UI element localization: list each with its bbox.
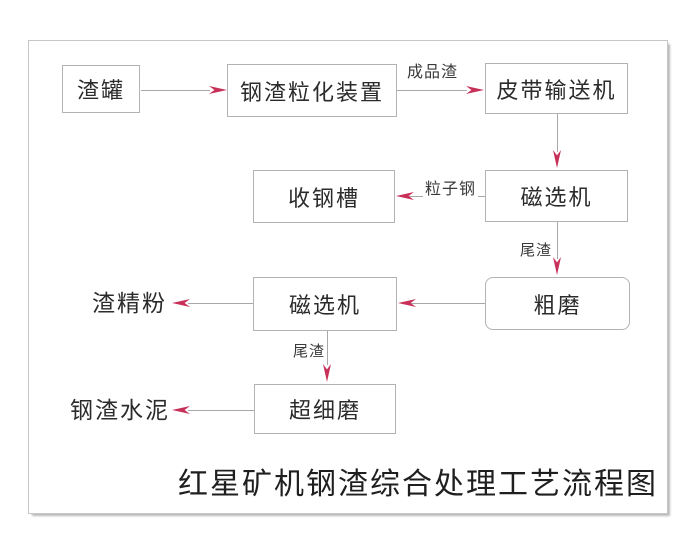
node-slag-tank: 渣罐 (62, 65, 140, 113)
node-granulator: 钢渣粒化装置 (227, 64, 397, 117)
flow-label-finished-slag: 成品渣 (405, 63, 461, 83)
node-magnetic-separator-1: 磁选机 (485, 170, 628, 222)
arrowhead-left-icon (396, 192, 414, 200)
flow-line-separator2-finepowder (188, 303, 253, 304)
flow-line-coarsemill-separator2 (402, 303, 485, 304)
arrowhead-left-icon (172, 406, 190, 414)
flow-line-granulator-conveyor (397, 90, 467, 91)
flow-line-separator1-coarsemill (557, 222, 558, 259)
node-magnetic-separator-2: 磁选机 (253, 277, 397, 331)
flow-line-conveyor-separator1 (557, 114, 558, 152)
node-belt-conveyor: 皮带输送机 (485, 63, 628, 114)
flow-line-ultrafinemill-cement (188, 410, 254, 411)
node-ultrafine-mill: 超细磨 (254, 384, 396, 434)
node-coarse-mill: 粗磨 (485, 277, 630, 330)
arrowhead-right-icon (466, 86, 484, 94)
arrowhead-down-icon (553, 257, 561, 275)
flow-label-tailings-2: 尾渣 (291, 343, 328, 361)
output-label-slag-fine-powder: 渣精粉 (92, 291, 167, 316)
flow-line-separator2-ultrafinemill (327, 331, 328, 365)
flow-line-slagtank-granulator (141, 90, 210, 91)
node-steel-collecting-trough: 收钢槽 (253, 170, 395, 223)
flow-label-tailings-1: 尾渣 (518, 242, 555, 260)
output-label-slag-cement: 钢渣水泥 (70, 398, 170, 423)
diagram-title: 红星矿机钢渣综合处理工艺流程图 (178, 468, 658, 501)
flow-label-particle-steel: 粒子钢 (423, 180, 479, 200)
arrowhead-down-icon (553, 150, 561, 168)
arrowhead-down-icon (323, 364, 331, 382)
arrowhead-left-icon (398, 299, 416, 307)
arrowhead-right-icon (209, 86, 227, 94)
arrowhead-left-icon (172, 299, 190, 307)
